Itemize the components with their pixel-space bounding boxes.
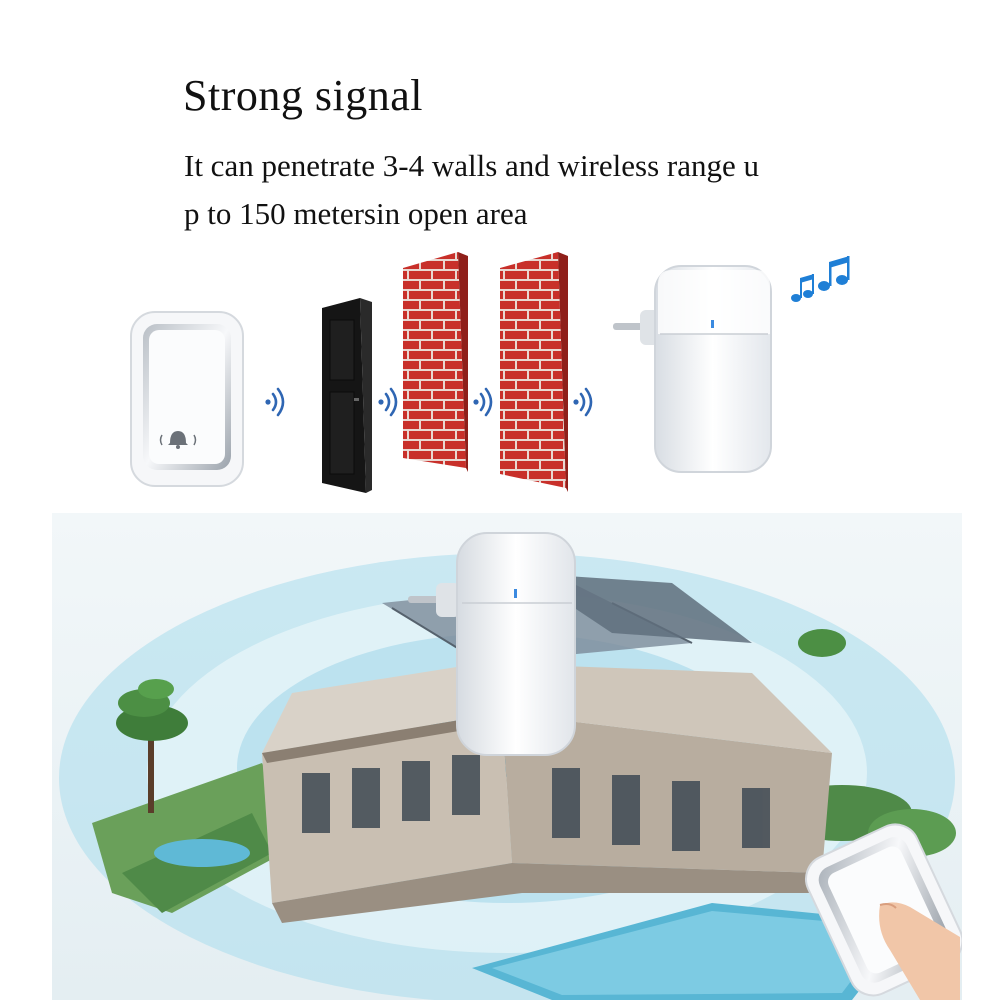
music-notes-icon	[791, 256, 850, 302]
wireless-signal-icon	[573, 387, 593, 417]
plug-in-receiver-icon	[613, 265, 772, 473]
wireless-signal-icon	[378, 387, 398, 417]
signal-penetration-diagram	[130, 252, 850, 493]
plug-in-receiver-icon	[408, 532, 576, 756]
wireless-signal-icon	[473, 387, 493, 417]
doorbell-button-icon	[130, 311, 244, 487]
brick-wall-icon	[500, 252, 568, 492]
pressing-hand-icon	[879, 902, 960, 1000]
subtitle-line-2: p to 150 metersin open area	[184, 196, 528, 231]
subtitle-line-1: It can penetrate 3-4 walls and wireless …	[184, 148, 759, 183]
pool-illustration	[472, 903, 912, 1000]
page-title: Strong signal	[183, 71, 423, 120]
door-icon	[322, 298, 372, 493]
coverage-illustration	[52, 513, 962, 1000]
wireless-signal-icon	[265, 387, 285, 417]
brick-wall-icon	[403, 252, 468, 472]
bell-icon	[159, 431, 197, 449]
page-subtitle: It can penetrate 3-4 walls and wireless …	[184, 142, 884, 238]
